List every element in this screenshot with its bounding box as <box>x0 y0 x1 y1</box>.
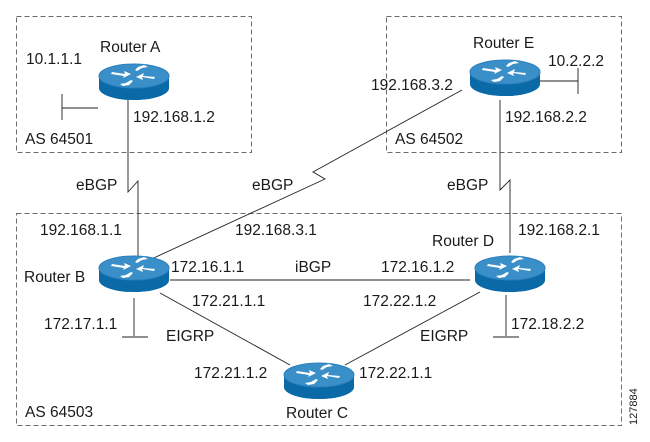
as-64503-label: AS 64503 <box>25 404 93 421</box>
router-a-label: Router A <box>100 39 161 56</box>
as-64502-boundary <box>386 16 622 153</box>
ip-172-17-1-1: 172.17.1.1 <box>44 316 117 333</box>
ip-172-21-1-1: 172.21.1.1 <box>192 293 265 310</box>
ip-172-18-2-2: 172.18.2.2 <box>511 316 584 333</box>
figure-id: 127884 <box>628 388 640 425</box>
ip-192-168-3-1: 192.168.3.1 <box>235 222 317 239</box>
ip-172-16-1-1: 172.16.1.1 <box>171 259 244 276</box>
router-c-label: Router C <box>286 405 348 422</box>
ip-10-2-2-2: 10.2.2.2 <box>548 53 604 70</box>
router-e-icon[interactable] <box>469 59 541 97</box>
router-d-icon[interactable] <box>474 255 546 293</box>
ip-172-22-1-1: 172.22.1.1 <box>359 365 432 382</box>
protocol-ebgp-e-b: eBGP <box>252 177 293 194</box>
protocol-eigrp-b-c: EIGRP <box>166 328 214 345</box>
ip-192-168-1-1: 192.168.1.1 <box>40 222 122 239</box>
as-64503-boundary <box>16 213 622 426</box>
protocol-ebgp-e-d: eBGP <box>447 177 488 194</box>
ip-172-21-1-2: 172.21.1.2 <box>194 365 267 382</box>
ip-192-168-3-2: 192.168.3.2 <box>371 77 453 94</box>
protocol-ibgp: iBGP <box>295 259 331 276</box>
as-64501-label: AS 64501 <box>25 131 93 148</box>
stub-network-10-2-2-2 <box>540 68 579 94</box>
stub-network-172-18-2-2 <box>493 295 519 338</box>
router-d-label: Router D <box>432 233 494 250</box>
as-64502-label: AS 64502 <box>395 131 463 148</box>
link-b-c-eigrp <box>159 292 291 366</box>
protocol-eigrp-d-c: EIGRP <box>420 328 468 345</box>
ip-192-168-1-2: 192.168.1.2 <box>133 109 215 126</box>
ip-172-22-1-2: 172.22.1.2 <box>363 293 436 310</box>
link-a-b-serial <box>127 100 139 262</box>
router-c-icon[interactable] <box>283 362 355 400</box>
link-e-b-serial <box>144 89 463 263</box>
ip-10-1-1-1: 10.1.1.1 <box>26 51 82 68</box>
ip-172-16-1-2: 172.16.1.2 <box>381 259 454 276</box>
stub-network-10-1-1-1 <box>61 94 98 120</box>
router-b-label: Router B <box>24 269 85 286</box>
ip-192-168-2-1: 192.168.2.1 <box>518 222 600 239</box>
router-a-icon[interactable] <box>98 63 170 101</box>
stub-network-172-17-1-1 <box>122 298 148 338</box>
as-64501-boundary <box>16 16 252 153</box>
router-b-icon[interactable] <box>98 255 170 293</box>
ip-192-168-2-2: 192.168.2.2 <box>505 109 587 126</box>
link-e-d-serial <box>499 100 511 253</box>
router-e-label: Router E <box>473 35 534 52</box>
protocol-ebgp-a-b: eBGP <box>76 177 117 194</box>
link-d-c-eigrp <box>344 291 481 366</box>
